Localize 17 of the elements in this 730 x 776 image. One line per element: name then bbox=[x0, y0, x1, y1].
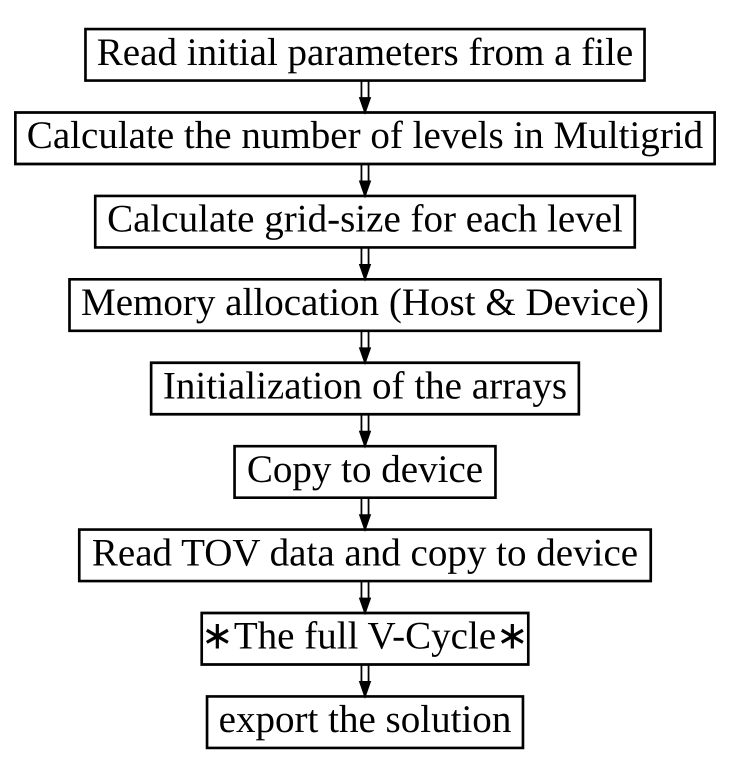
node-box: Read TOV data and copy to device bbox=[78, 528, 652, 582]
node-box: Initialization of the arrays bbox=[150, 360, 580, 416]
arrow bbox=[358, 581, 372, 615]
node-box: export the solution bbox=[206, 694, 524, 749]
node-box: Read initial parameters from a file bbox=[84, 27, 646, 82]
node-box: Calculate grid-size for each level bbox=[94, 194, 636, 248]
node-box: Calculate the number of levels in Multigrid bbox=[14, 110, 716, 165]
arrow bbox=[358, 414, 372, 448]
arrow bbox=[358, 247, 372, 282]
node-box: Copy to device bbox=[233, 444, 497, 498]
arrow bbox=[358, 498, 372, 532]
arrow bbox=[358, 330, 372, 365]
node-box: Memory allocation (Host & Device) bbox=[68, 278, 662, 332]
arrow bbox=[358, 664, 372, 698]
arrow bbox=[358, 80, 372, 114]
arrow bbox=[358, 164, 372, 198]
node-box: ∗The full V-Cycle∗ bbox=[200, 611, 530, 666]
